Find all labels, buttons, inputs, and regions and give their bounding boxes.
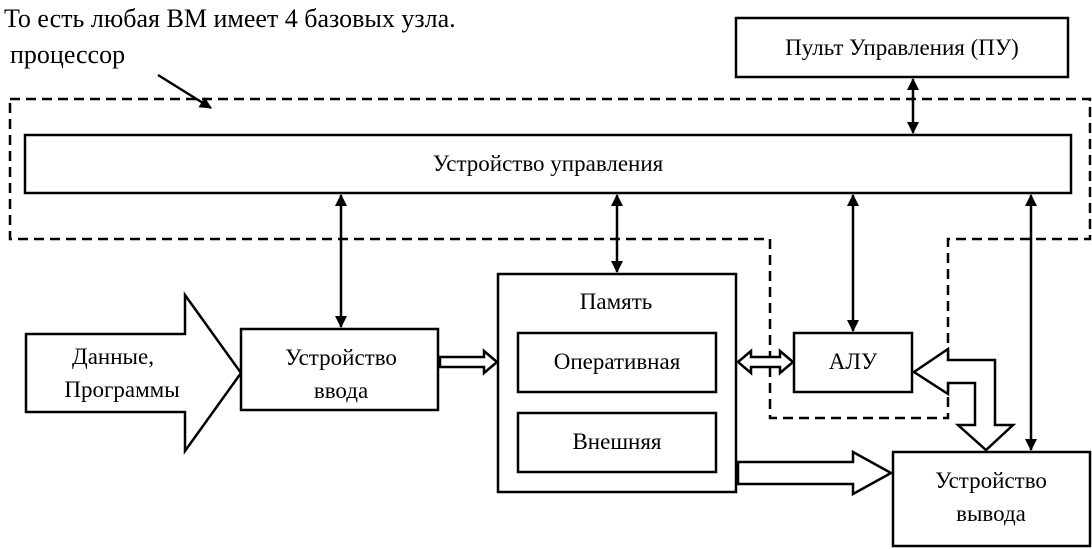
- output-device-line1: Устройство: [935, 468, 1047, 493]
- processor-pointer-arrow: [157, 73, 212, 110]
- input-device-line2: ввода: [314, 378, 368, 403]
- control-unit-label: Устройство управления: [433, 151, 664, 176]
- ram-label: Оперативная: [554, 349, 681, 374]
- processor-label: процессор: [10, 40, 125, 69]
- ram-box: [516, 331, 718, 394]
- control-panel-label: Пульт Управления (ПУ): [785, 35, 1019, 60]
- data-programs-arrow: [24, 291, 243, 455]
- data-programs-line1: Данные,: [72, 344, 154, 369]
- alu-output-exchange-arrow: [911, 346, 1017, 452]
- external-memory-box: [516, 411, 718, 474]
- output-device-line2: вывода: [956, 501, 1026, 526]
- control-panel-box: [734, 16, 1070, 79]
- data-programs-line2: Программы: [64, 377, 179, 402]
- memory-label: Память: [580, 289, 653, 314]
- input-device-line1: Устройство: [285, 345, 397, 370]
- heading: То есть любая ВМ имеет 4 базовых узла.: [4, 4, 456, 33]
- memory-to-output-arrow: [736, 449, 894, 497]
- control-unit-box: [23, 133, 1073, 195]
- external-memory-label: Внешняя: [572, 429, 661, 454]
- ram-alu-arrow: [736, 348, 795, 376]
- input-to-memory-arrow: [438, 348, 499, 376]
- output-device-box: [891, 450, 1092, 548]
- alu-label: АЛУ: [829, 349, 878, 374]
- input-device-box: [239, 327, 440, 412]
- processor-boundary: [8, 97, 1092, 420]
